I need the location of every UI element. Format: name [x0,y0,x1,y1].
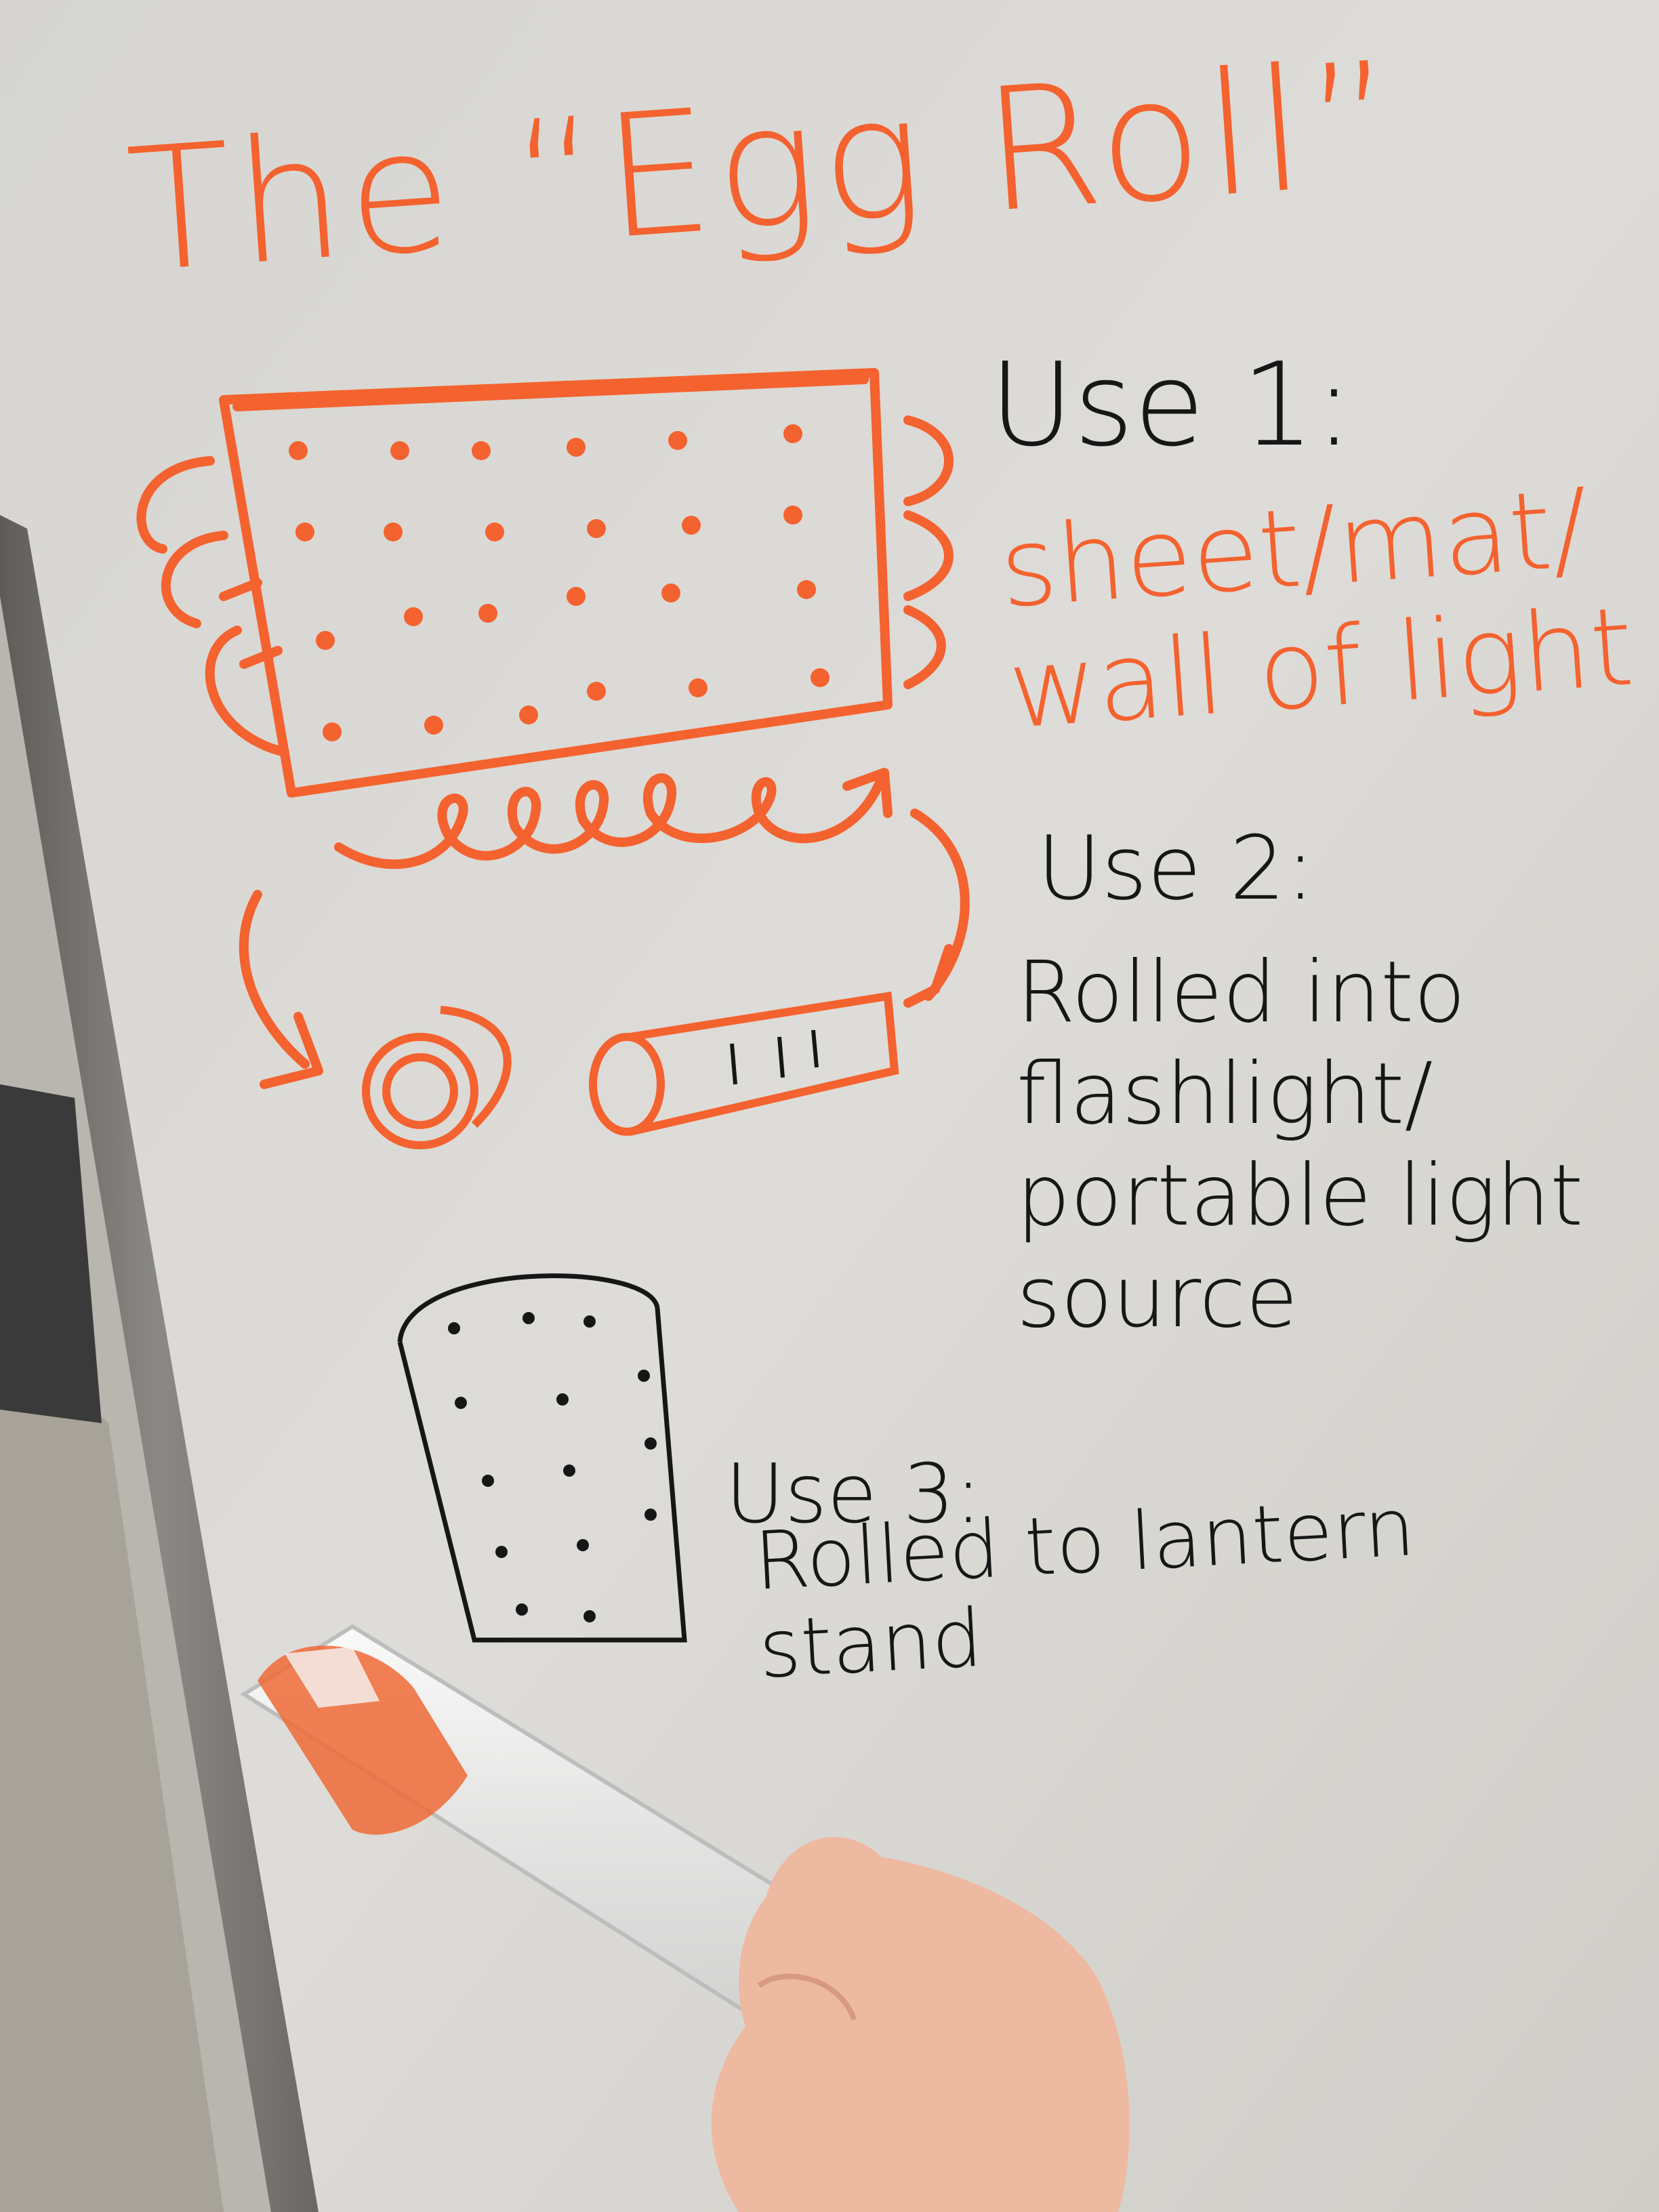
flashlight-sketch [589,991,899,1136]
use3-label: Use 3: [725,1448,983,1542]
lantern-sketch [397,1273,687,1643]
hand [711,1837,1130,2212]
mat-dots [289,424,830,741]
roll-end-sketch [362,1006,512,1149]
use2-label: Use 2: [1037,817,1315,920]
whiteboard-frame [0,515,319,2212]
use1-description: sheet/mat/ wall of light [996,464,1637,754]
lantern-dots [448,1312,657,1622]
mat-sketch [136,368,970,1089]
use2-description: Rolled into flashlight/ portable light s… [1017,943,1584,1347]
use1-label: Use 1: [989,338,1354,472]
use3-description: Rolled to lantern stand [752,1479,1418,1696]
